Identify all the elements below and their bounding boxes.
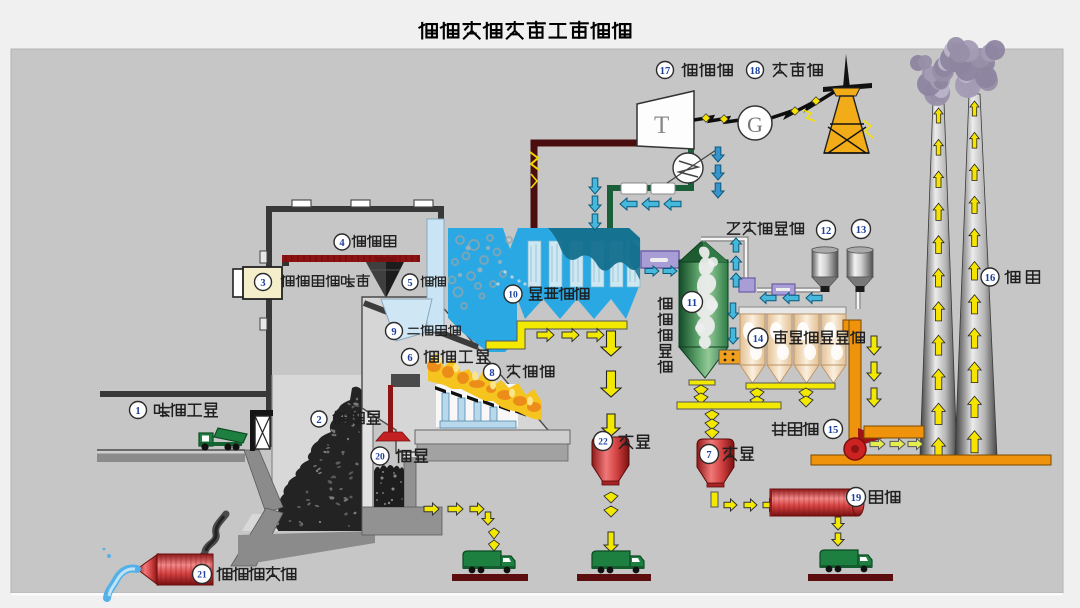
svg-text:11: 11	[687, 297, 697, 309]
svg-text:6: 6	[407, 353, 412, 364]
svg-text:8: 8	[489, 368, 494, 379]
svg-text:19: 19	[851, 493, 862, 504]
svg-text:21: 21	[197, 570, 207, 580]
svg-text:3: 3	[260, 278, 265, 289]
svg-text:4: 4	[339, 238, 345, 249]
svg-text:1: 1	[135, 406, 140, 417]
svg-text:2: 2	[316, 415, 321, 426]
svg-text:12: 12	[821, 226, 832, 237]
svg-text:13: 13	[856, 225, 867, 236]
svg-text:17: 17	[660, 66, 671, 77]
svg-text:10: 10	[508, 290, 518, 300]
svg-text:22: 22	[598, 437, 608, 447]
svg-text:20: 20	[375, 452, 385, 462]
svg-text:15: 15	[828, 425, 839, 436]
svg-text:G: G	[747, 112, 763, 137]
svg-text:5: 5	[407, 278, 412, 289]
svg-text:14: 14	[753, 334, 764, 345]
svg-text:18: 18	[750, 66, 761, 77]
svg-text:T: T	[654, 112, 669, 139]
svg-text:16: 16	[985, 273, 996, 284]
svg-text:9: 9	[391, 327, 396, 338]
svg-text:7: 7	[706, 450, 711, 461]
